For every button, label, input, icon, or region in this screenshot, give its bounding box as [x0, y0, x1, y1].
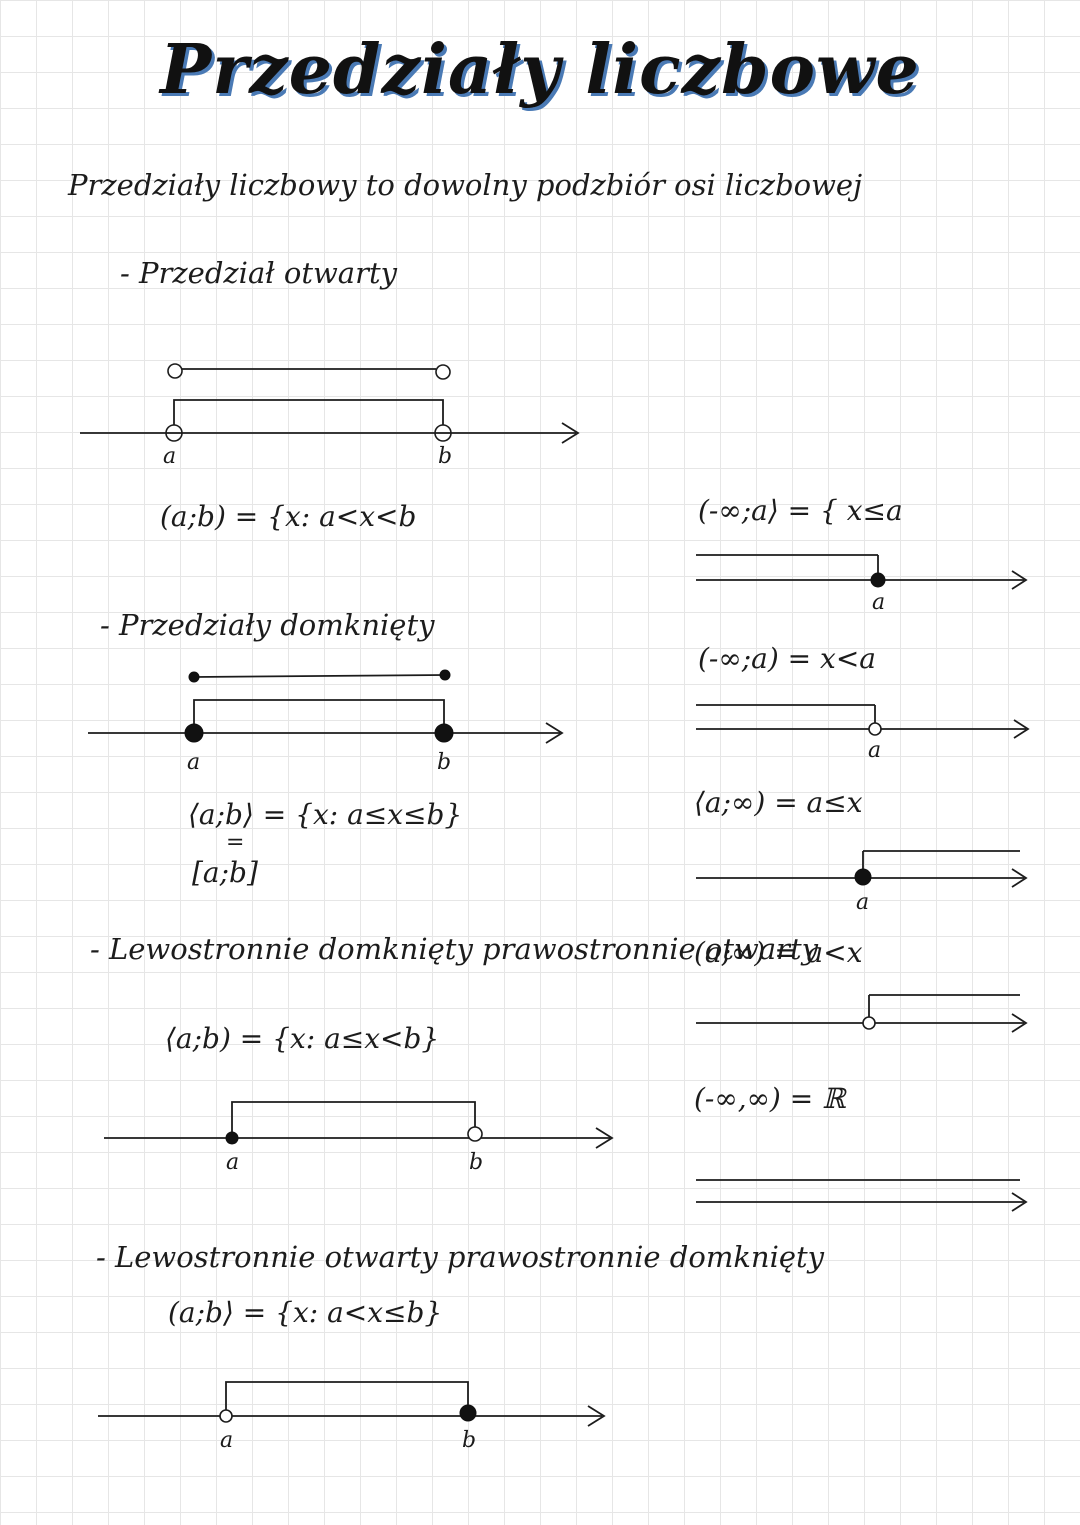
closed-equivalence-sign: =: [226, 830, 245, 855]
ray-1-point-a: [870, 572, 886, 588]
open-interval-diagram: [80, 363, 580, 444]
ray-5-arrow-icon: [1011, 1192, 1028, 1212]
ray-2-arrow-icon: [1013, 719, 1030, 739]
ray-3-diagram: [696, 850, 1028, 888]
left-closed-interval-diagram: [104, 1101, 614, 1149]
closed-endpoint-a: [188, 671, 200, 683]
page-title: Przedziały liczbowe: [160, 30, 920, 110]
closed-endpoint-b: [439, 669, 451, 681]
left-closed-interval-bracket: [231, 1101, 476, 1138]
ray-4-point-a: [862, 1016, 876, 1030]
closed-interval-segment: [193, 674, 446, 678]
closed-label-b: b: [437, 750, 452, 775]
ray-2-diagram: [696, 704, 1030, 739]
heading-left-open-interval: - Lewostronnie otwarty prawostronnie dom…: [96, 1240, 825, 1274]
left-open-axis-arrow-icon: [587, 1405, 606, 1427]
open-axis-arrow-icon: [561, 422, 580, 444]
left-open-interval-bracket: [225, 1381, 469, 1412]
ray-formula-3: ⟨a;∞) = a≤x: [694, 786, 863, 819]
definition-text: Przedziały liczbowy to dowolny podzbiór …: [68, 168, 863, 202]
ray-3-point-a: [854, 868, 872, 886]
open-label-a: a: [163, 444, 177, 469]
left-open-point-b: [459, 1404, 477, 1422]
left-open-interval-diagram: [98, 1381, 606, 1427]
ray-formula-4: (a;∞) = a<x: [694, 936, 863, 969]
open-interval-bracket: [173, 399, 444, 432]
closed-axis-arrow-icon: [545, 722, 564, 744]
ray-5-diagram: [696, 1179, 1028, 1212]
closed-label-a: a: [187, 750, 201, 775]
closed-point-a: [184, 723, 204, 743]
ray-4-arrow-icon: [1011, 1013, 1028, 1033]
heading-closed-interval: - Przedziały domknięty: [100, 608, 435, 642]
ray-1-diagram: [696, 554, 1028, 590]
closed-interval-bracket: [193, 699, 445, 732]
closed-interval-bracket-notation: [a;b]: [192, 856, 258, 889]
ray-label-3: a: [856, 890, 870, 915]
ray-formula-2: (-∞;a) = x<a: [698, 642, 876, 675]
ray-4-diagram: [696, 994, 1028, 1033]
ray-label-1: a: [872, 590, 886, 615]
left-closed-point-a: [225, 1131, 239, 1145]
closed-point-b: [434, 723, 454, 743]
left-open-interval-formula: (a;b⟩ = {x: a<x≤b}: [168, 1296, 443, 1329]
left-closed-label-b: b: [469, 1150, 484, 1175]
ray-2-point-a: [868, 722, 882, 736]
ray-3-arrow-icon: [1011, 868, 1028, 888]
left-closed-interval-formula: ⟨a;b) = {x: a≤x<b}: [165, 1022, 440, 1055]
ray-formula-1: (-∞;a⟩ = { x≤a: [698, 494, 903, 527]
open-interval-formula: (a;b) = {x: a<x<b: [160, 500, 417, 533]
left-closed-axis-arrow-icon: [595, 1127, 614, 1149]
left-open-label-b: b: [462, 1428, 477, 1453]
left-open-point-a: [219, 1409, 233, 1423]
ray-formula-5: (-∞,∞) = ℝ: [694, 1082, 846, 1115]
open-label-b: b: [438, 444, 453, 469]
left-closed-label-a: a: [226, 1150, 240, 1175]
ray-label-2: a: [868, 738, 882, 763]
left-open-label-a: a: [220, 1428, 234, 1453]
heading-left-closed-interval: - Lewostronnie domknięty prawostronnie o…: [90, 932, 819, 966]
open-endpoint-b: [435, 364, 451, 380]
ray-1-arrow-icon: [1011, 570, 1028, 590]
open-endpoint-a: [167, 363, 183, 379]
closed-interval-formula: ⟨a;b⟩ = {x: a≤x≤b}: [188, 798, 463, 831]
left-closed-point-b: [467, 1126, 483, 1142]
closed-interval-diagram: [88, 669, 564, 744]
heading-open-interval: - Przedział otwarty: [120, 256, 397, 290]
